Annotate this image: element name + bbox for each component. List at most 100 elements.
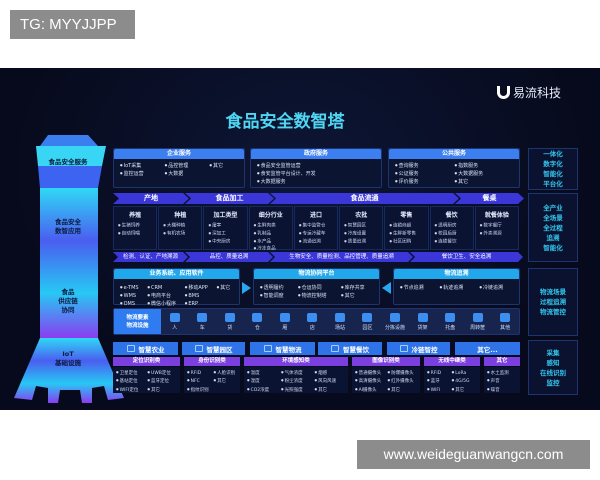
smart-label: 智慧园区 [206,345,233,354]
chain-item: 冷冻食品 [254,245,292,253]
element-icon [472,312,483,322]
service-box: 企业服务IoT采集品控管理其它监控运营大数据 [113,148,245,188]
chain-column-items: 智慧园区冷库设置质量追溯 [344,222,382,245]
element-label: 车 [199,324,205,331]
tower-shape [14,135,124,403]
iot-item: WIFI定位 [116,386,144,394]
logistics-element: 场站 [326,312,354,331]
service-item: 查询服务 [395,162,451,170]
company-logo: 易流科技 [497,84,561,101]
service-item: 大数据 [165,170,206,178]
iot-category-items: RFIDLoRa蓝牙4G/5GWIFI其它 [424,367,480,393]
chain-column-title: 种植 [174,212,187,219]
scenario-icon [126,345,135,352]
element-label: 分拣设施 [385,324,406,331]
element-icon [279,312,290,322]
chain-column-title: 加工类型 [213,212,238,219]
iot-item: 声音 [487,377,517,385]
logistics-trace-items: 节点追溯轨迹追溯冷链追溯 [400,284,515,292]
chain-column-title: 进口 [309,212,322,219]
iot-category-items: 水土监测声音噪音 [484,367,520,393]
iot-item: 红外摄像头 [388,377,418,385]
logistics-systems-items: e-TMSCRM移动APP其它WMS电商平台BMSOMS微信小程序ERP [120,284,235,308]
logistics-element: 园区 [354,312,382,331]
logistics-element: 分拣设施 [381,312,409,331]
element-icon [252,312,263,322]
service-items: 查询服务指数服务公证服务大数据服务评价服务其它 [395,162,515,186]
element-label: 其他 [500,324,511,331]
element-icon [362,312,373,322]
logistics-systems-box: 业务系统、应用软件 e-TMSCRM移动APP其它WMS电商平台BMSOMS微信小… [113,268,240,308]
chain-item: 透明厨房 [435,222,473,230]
logistics-item: 节点追溯 [400,284,436,292]
logistics-element: 人 [161,312,189,331]
chain-item: 冷库设置 [344,230,382,238]
element-icon [334,312,345,322]
chain-item: 连锁商超 [389,222,427,230]
service-item: IoT采集 [120,162,161,170]
iot-category-items: 普通摄像头防爆摄像头高清摄像头红外摄像头AI摄像头其它 [352,367,420,393]
service-item: 公证服务 [395,170,451,178]
stage-arrow: 食品流通 [270,193,459,204]
iot-item: 湿度 [247,377,278,385]
smart-label: 智慧餐饮 [343,345,369,354]
logistics-element: 仓 [244,312,272,331]
chain-column: 种植大棚种植有机农场 [158,206,203,250]
element-icon [224,312,235,322]
element-label: 货 [227,324,233,331]
element-label: 园区 [362,324,373,331]
logistics-item: 物流控制塔 [298,292,337,300]
logistics-element: 货 [216,312,244,331]
chain-bottom-arrow: 餐饮卫生、安全追溯 [410,252,523,262]
logistics-item: 智能调度 [260,292,294,300]
logistics-systems-title: 业务系统、应用软件 [114,269,239,279]
logistics-item: e-TMS [120,284,143,292]
chain-item: 专运冷藏车 [299,230,337,238]
side-label-line: 数字化 [543,160,563,168]
iot-category-title: 无线中继类 [424,357,480,366]
chain-column-items: 大棚种植有机农场 [163,222,201,238]
chain-column-items: 透明厨房校园后厨连锁餐饮 [435,222,473,245]
logistics-elements-row: 物流要素 物流设施人车货仓厢店场站园区分拣设施货架托盘周转筐其他 [113,308,520,335]
smart-label: 智慧农业 [138,345,165,354]
iot-item: 人脸识别 [214,369,238,377]
service-box: 政府服务食品安全监管运营食安监管平台设计、开发大数据服务 [250,148,382,188]
chain-item: 深加工 [208,230,246,238]
side-label-line: 感知 [546,358,560,367]
stage-arrow: 餐桌 [455,193,524,204]
chain-column: 就餐体验数字餐厅外卖溯源 [474,206,519,250]
chain-item: 生鲜肉类 [254,222,292,230]
element-label: 托盘 [445,324,456,331]
smart-scenario: 智慧农业 [113,342,178,355]
iot-item: 风向风速 [315,377,345,385]
service-title: 公共服务 [389,149,519,159]
chain-column-title: 细分行业 [258,212,283,219]
chain-item: 自动饲喂 [118,230,156,238]
chain-bottom-arrow: 检测、认证、产地溯源 [113,252,188,262]
logo-text: 易流科技 [513,86,562,100]
iot-category-title: 环境感知类 [244,357,348,366]
side-label-line: 全产业 [543,203,563,212]
element-icon [417,312,428,322]
logistics-elements-label: 物流要素 物流设施 [114,309,161,334]
chain-column-title: 农批 [355,212,368,219]
logistics-item: 微信小程序 [147,300,180,308]
service-item: 大数据服务 [455,170,516,178]
logistics-element: 其他 [491,312,519,331]
chain-column-items: 集中监管仓专运冷藏车流通追溯 [299,222,337,245]
tower-label-service: 食品安全服务 [48,158,88,166]
logistics-item: 电商平台 [147,292,180,300]
chain-column-items: 屠宰深加工中央厨房 [208,222,246,245]
side-label-logistics: 物流场景过程追溯物流管控 [528,268,578,336]
tower-label-app: 食品安全 数智应用 [55,218,81,235]
iot-item: 其它 [315,386,345,394]
side-label-line: 物流管控 [540,308,566,316]
chain-column-items: 生鲜肉类乳制品水产品冷冻食品 [254,222,292,253]
logistics-item: 库存共享 [341,284,375,292]
iot-item: 蓝牙定位 [147,377,177,385]
service-item: 其它 [209,162,240,170]
service-item: 指数服务 [455,162,516,170]
logistics-item: 透明履约 [260,284,294,292]
chain-item: 生猪饲养 [118,222,156,230]
scenario-icon [194,345,203,352]
